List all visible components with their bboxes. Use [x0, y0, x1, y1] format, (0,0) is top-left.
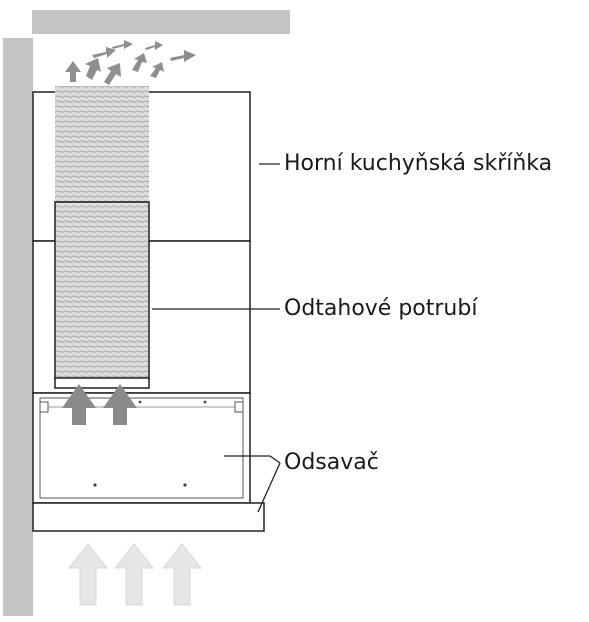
label-upper-cabinet: Horní kuchyňská skříňka	[284, 151, 553, 176]
intake-arrow-up-icon	[67, 543, 203, 606]
hood-screw	[138, 400, 142, 404]
exhaust-duct-lower	[54, 201, 150, 381]
exhaust-arrow-icon	[65, 40, 196, 85]
leader-line-hood-visor	[257, 462, 281, 513]
duct-base	[54, 377, 150, 389]
airflow-arrow-icon	[62, 384, 137, 425]
hood-screw	[93, 483, 97, 487]
label-exhaust-duct: Odtahové potrubí	[284, 296, 478, 321]
leader-line-hood	[224, 455, 281, 464]
hood-body	[32, 392, 251, 504]
ceiling	[32, 10, 290, 34]
hood-screw	[203, 400, 207, 404]
wall	[3, 38, 33, 616]
hood-screw	[183, 483, 187, 487]
hood-visor	[32, 502, 265, 532]
hood-inner	[39, 397, 244, 499]
label-hood: Odsavač	[284, 450, 379, 475]
exhaust-duct-upper	[55, 86, 149, 204]
